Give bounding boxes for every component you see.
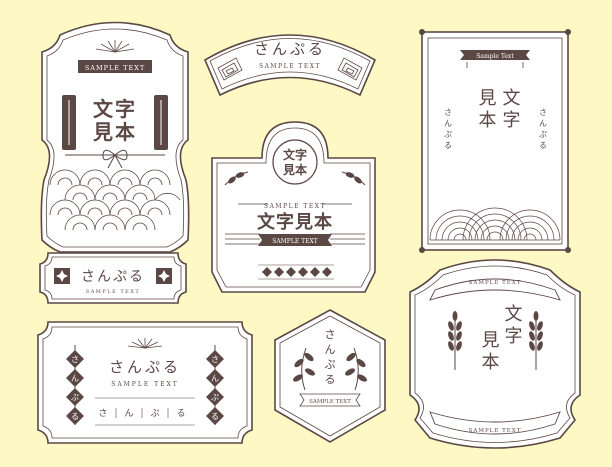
label-7-ribbon: [299, 393, 361, 407]
label-4-badge-line-2: 見本: [282, 162, 307, 177]
label-8-title-col-1: 文字: [502, 304, 523, 348]
top-ribbon: [429, 278, 561, 301]
label-3-title-col-2: 見本: [476, 88, 497, 132]
seigaiha-wave-pattern: [49, 169, 181, 231]
bow-icon: [65, 149, 165, 169]
bottom-ribbon: [429, 411, 561, 435]
label-3-tall-rectangle: Sample Text さんぷる さんぷる 文字 見本: [419, 29, 571, 253]
label-7-hexagon: さ ん ぷ る SAMPLE TEXT: [274, 309, 386, 443]
label-8-ribbon-label: SAMPLE TEXT SAMPLE TEXT 文字 見本: [409, 259, 581, 449]
left-fret-ornament: [217, 57, 243, 81]
sunburst-ornament: [95, 40, 135, 53]
left-diamond-char-3: ぷ: [71, 393, 79, 402]
label-5-sample-text: SAMPLE TEXT: [86, 289, 140, 295]
label-3-side-text-right: さんぷる: [539, 108, 548, 152]
rainbow-arc-pattern: [429, 207, 561, 241]
label-3-sample-text: Sample Text: [476, 53, 514, 60]
right-flower-icon: [156, 268, 172, 284]
label-1-tall-ornate: SAMPLE TEXT 文字 見本: [40, 21, 190, 253]
label-3-side-text-left: さんぷる: [444, 108, 453, 152]
right-fret-ornament: [337, 57, 363, 81]
left-diamond-char-1: さ: [71, 355, 79, 364]
label-5-small-horizontal: さんぷる SAMPLE TEXT: [39, 252, 187, 304]
label-2-title: さんぷる: [254, 40, 326, 58]
label-8-sample-bottom: SAMPLE TEXT: [469, 428, 522, 434]
label-7-char-4: る: [325, 373, 336, 386]
left-diamond-stack: さ ん ぷ る: [66, 345, 84, 425]
label-1-title-line-2: 見本: [93, 120, 137, 144]
label-2-sample-text: SAMPLE TEXT: [259, 63, 321, 70]
right-wheat-icon: [529, 311, 543, 370]
label-6-large-bottom-left: さんぷる SAMPLE TEXT さ ん ぷ る さ ん ぷ る さ: [37, 321, 253, 444]
label-6-sample-text: SAMPLE TEXT: [111, 381, 179, 388]
label-4-center-badge: 文字 見本 SAMPLE TEXT 文字見本 SAMPLE TEXT: [211, 121, 376, 293]
left-diamond-char-2: ん: [71, 374, 79, 383]
right-diamond-char-4: る: [211, 412, 219, 421]
label-6-char-4: る: [176, 408, 185, 419]
label-6-char-2: ん: [124, 408, 133, 419]
label-8-title-col-2: 見本: [479, 330, 500, 374]
label-3-title-col-1: 文字: [500, 88, 521, 132]
label-6-title: さんぷる: [109, 358, 181, 376]
label-4-badge-line-1: 文字: [283, 147, 307, 162]
right-laurel-icon: [341, 171, 366, 186]
label-4-ribbon-text: SAMPLE TEXT: [272, 238, 318, 245]
label-6-char-1: さ: [98, 408, 107, 419]
label-2-arch: さんぷる SAMPLE TEXT: [203, 34, 377, 97]
label-1-sample-text: SAMPLE TEXT: [85, 64, 145, 72]
right-diamond-char-3: ぷ: [211, 393, 219, 402]
label-8-sample-top: SAMPLE TEXT: [469, 280, 522, 286]
left-sprig-icon: [293, 347, 315, 391]
sample-text-banner: [78, 60, 152, 73]
sample-text-ribbon: [460, 50, 530, 60]
left-wheat-icon: [448, 311, 462, 370]
label-4-sample-text: SAMPLE TEXT: [264, 203, 326, 210]
label-4-title: 文字見本: [257, 211, 333, 233]
left-diamond-char-4: る: [71, 412, 79, 421]
label-1-title-line-1: 文字: [93, 97, 137, 121]
label-7-char-1: さ: [325, 328, 336, 341]
badge-circle: [272, 139, 318, 185]
label-5-title: さんぷる: [81, 269, 145, 285]
right-diamond-char-2: ん: [211, 374, 219, 383]
label-7-char-2: ん: [325, 343, 336, 356]
left-flower-icon: [54, 268, 70, 284]
label-6-char-3: ぷ: [150, 408, 159, 419]
sunburst-ornament-6: [127, 338, 163, 349]
diamond-chain-ornament: [262, 267, 332, 277]
right-sprig-icon: [345, 347, 367, 391]
label-4-ribbon: [258, 234, 332, 246]
stripe-lines: [225, 233, 365, 245]
left-laurel-icon: [224, 171, 249, 186]
label-7-char-3: ぷ: [325, 358, 336, 371]
right-diamond-char-1: さ: [211, 355, 219, 364]
right-diamond-stack: さ ん ぷ る: [206, 345, 224, 425]
label-7-ribbon-text: SAMPLE TEXT: [309, 399, 351, 405]
